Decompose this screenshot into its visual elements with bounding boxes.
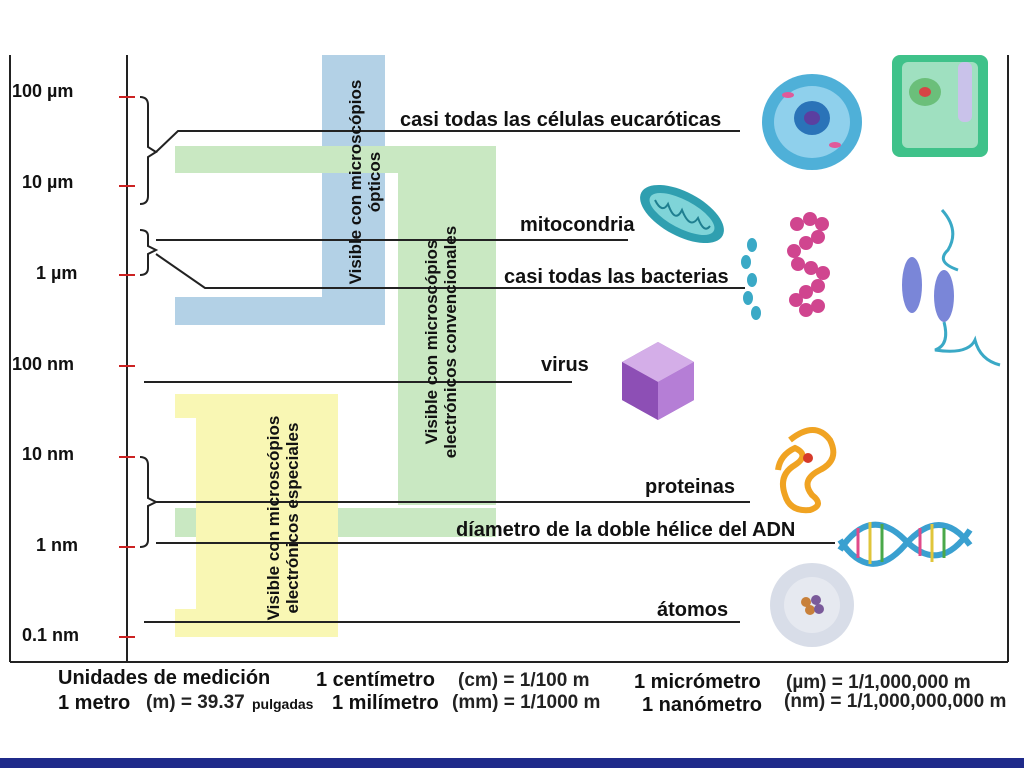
meter-name: 1 metro [58, 692, 131, 714]
label-mitochondria: mitocondria [520, 214, 635, 236]
label-virus: virus [541, 354, 589, 376]
conventional-em-region-label: Visible con microscópios electrónicos co… [422, 225, 460, 459]
protein-icon [775, 427, 837, 514]
line-bacteria [155, 253, 745, 289]
streptococcus-icon [787, 212, 830, 317]
scale-label-1nm: 1 nm [36, 535, 79, 555]
centimeter-formula: (cm) = 1/100 m [458, 670, 590, 691]
scale-label-0-1nm: 0.1 nm [22, 625, 80, 645]
scale-ticks [119, 96, 135, 638]
brace-bacteria [139, 229, 159, 276]
optical-region-label: Visible con microscópios ópticos [346, 79, 384, 285]
plant-cell-icon [892, 55, 988, 157]
line-eukaryotic [155, 130, 740, 153]
label-eukaryotic-cells: casi todas las células eucaróticas [400, 109, 722, 131]
label-proteins: proteinas [645, 476, 736, 498]
mitochondria-icon [640, 184, 724, 244]
micrometer-name: 1 micrómetro [634, 671, 761, 693]
special-em-region-label: Visible con microscópios electrónicos es… [264, 415, 302, 621]
nanometer-formula: (nm) = 1/1,000,000,000 m [784, 691, 1007, 712]
scale-label-1um: 1 µm [36, 263, 78, 283]
label-atoms: átomos [657, 599, 729, 621]
millimeter-formula: (mm) = 1/1000 m [452, 692, 601, 713]
special-em-region [175, 394, 338, 637]
scale-label-100nm: 100 nm [12, 354, 75, 374]
meter-formula: (m) = 39.37 [146, 692, 245, 713]
brace-proteins [139, 456, 159, 548]
micrometer-formula: (µm) = 1/1,000,000 m [786, 672, 971, 693]
brace-eukaryotic [139, 96, 158, 205]
scale-label-10um: 10 µm [22, 172, 74, 192]
dna-helix-icon [837, 521, 973, 567]
flagellated-bacteria-icon [902, 208, 1001, 367]
centimeter-name: 1 centímetro [316, 669, 435, 691]
label-bacteria: casi todas las bacterias [504, 266, 729, 288]
spirillum-icon [741, 238, 761, 320]
optical-region [175, 55, 385, 325]
atom-icon [770, 563, 854, 647]
scale-label-100um: 100 µm [12, 81, 74, 101]
nanometer-name: 1 nanómetro [642, 694, 763, 716]
scale-label-10nm: 10 nm [22, 444, 75, 464]
virus-icon [622, 342, 694, 420]
inches-label: pulgadas [252, 696, 314, 712]
animal-cell-icon [762, 74, 862, 170]
bottom-bar [0, 758, 1024, 768]
units-heading: Unidades de medición [58, 667, 271, 689]
conventional-em-region-top [175, 146, 496, 505]
millimeter-name: 1 milímetro [332, 692, 439, 714]
label-dna-diameter: díametro de la doble hélice del ADN [456, 519, 796, 541]
